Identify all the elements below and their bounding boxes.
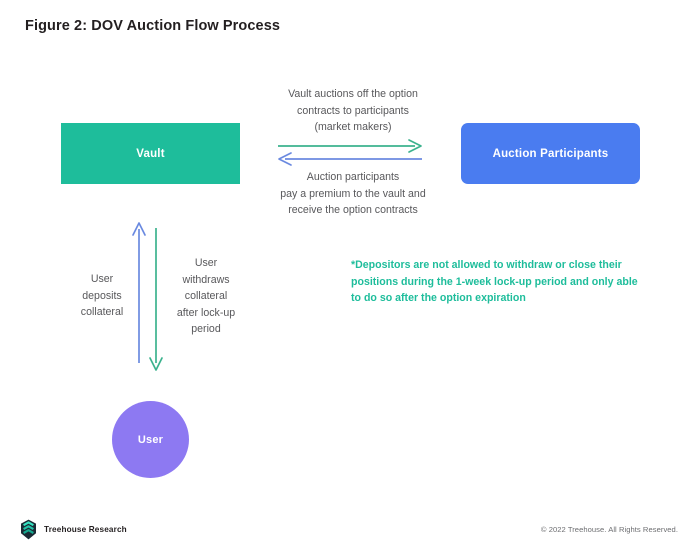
node-user-label: User bbox=[137, 433, 164, 446]
footer-brand: Treehouse Research bbox=[20, 519, 127, 540]
caption-participants-to-vault: Auction participants pay a premium to th… bbox=[280, 171, 426, 216]
arrow-vault-to-participants-icon bbox=[278, 139, 422, 153]
caption-user-deposits: User deposits collateral bbox=[80, 273, 124, 318]
caption-vault-to-participants: Vault auctions off the option contracts … bbox=[288, 88, 418, 133]
footer-brand-name: Treehouse Research bbox=[44, 525, 127, 534]
node-auction-participants-label: Auction Participants bbox=[492, 147, 609, 160]
arrow-user-withdraws-icon bbox=[149, 228, 163, 371]
page-title: Figure 2: DOV Auction Flow Process bbox=[25, 18, 281, 34]
treehouse-hexagon-logo-icon bbox=[21, 519, 36, 540]
node-user: User bbox=[112, 401, 189, 478]
node-vault: Vault bbox=[61, 123, 240, 184]
node-auction-participants: Auction Participants bbox=[461, 123, 640, 184]
caption-user-withdraws: User withdraws collateral after lock-up … bbox=[176, 257, 236, 335]
lockup-footnote: *Depositors are not allowed to withdraw … bbox=[351, 259, 638, 304]
arrow-participants-to-vault-icon bbox=[278, 152, 422, 166]
node-vault-label: Vault bbox=[136, 147, 165, 160]
footer-copyright: © 2022 Treehouse. All Rights Reserved. bbox=[540, 525, 678, 534]
